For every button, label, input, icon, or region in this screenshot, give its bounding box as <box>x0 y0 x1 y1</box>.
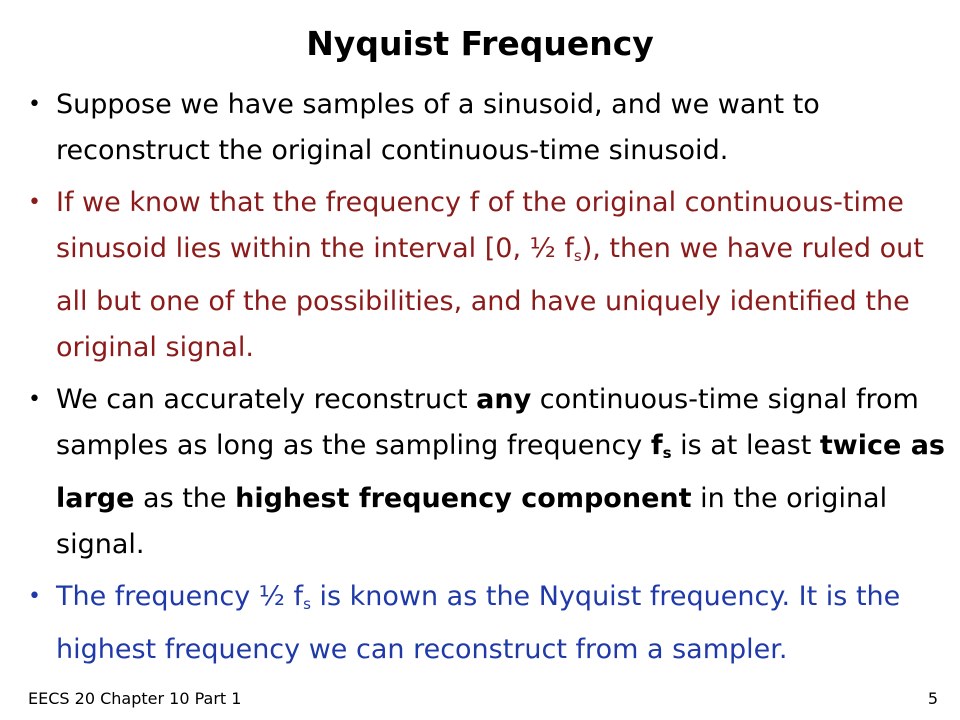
bullet-text-part2: ), then we have ruled out all but one of… <box>56 233 924 363</box>
bold-fs: fs <box>650 430 672 462</box>
bullet-text: Suppose we have samples of a sinusoid, a… <box>56 89 820 166</box>
bold-highest-frequency-component: highest frequency component <box>235 483 692 514</box>
bullet-text-part1: If we know that the frequency f of the o… <box>56 187 904 264</box>
bullet-nyquist-definition: • The frequency ½ fs is known as the Nyq… <box>28 574 948 673</box>
bold-twice-as-large: twice as large <box>56 430 945 514</box>
bullet-text-t2: continuous-time signal from samples as l… <box>56 384 919 461</box>
bullet-text-part1: The frequency ½ f <box>56 581 304 612</box>
footer-page-number: 5 <box>927 689 938 708</box>
bullet-suppose-samples: • Suppose we have samples of a sinusoid,… <box>28 82 948 174</box>
bullet-list: • Suppose we have samples of a sinusoid,… <box>28 82 948 679</box>
bullet-marker: • <box>28 387 41 412</box>
bullet-reconstruct-any-signal: • We can accurately reconstruct any cont… <box>28 377 948 568</box>
bullet-text-t1: We can accurately reconstruct <box>56 384 477 415</box>
subscript-s: s <box>662 444 672 462</box>
subscript-s: s <box>573 247 582 265</box>
bold-f: f <box>650 430 663 461</box>
bullet-text-t3: is at least <box>671 430 820 461</box>
bullet-text-t5: in the original signal. <box>56 483 888 560</box>
bold-any: any <box>476 384 532 415</box>
footer-course-label: EECS 20 Chapter 10 Part 1 <box>28 689 242 708</box>
slide-title: Nyquist Frequency <box>306 24 654 63</box>
bullet-marker: • <box>28 92 41 117</box>
bullet-frequency-interval: • If we know that the frequency f of the… <box>28 180 948 371</box>
bullet-marker: • <box>28 190 41 215</box>
bullet-marker: • <box>28 584 41 609</box>
bullet-text-part2: is known as the Nyquist frequency. It is… <box>56 581 901 665</box>
subscript-s: s <box>303 595 311 613</box>
bullet-text-t4: as the <box>134 483 236 514</box>
